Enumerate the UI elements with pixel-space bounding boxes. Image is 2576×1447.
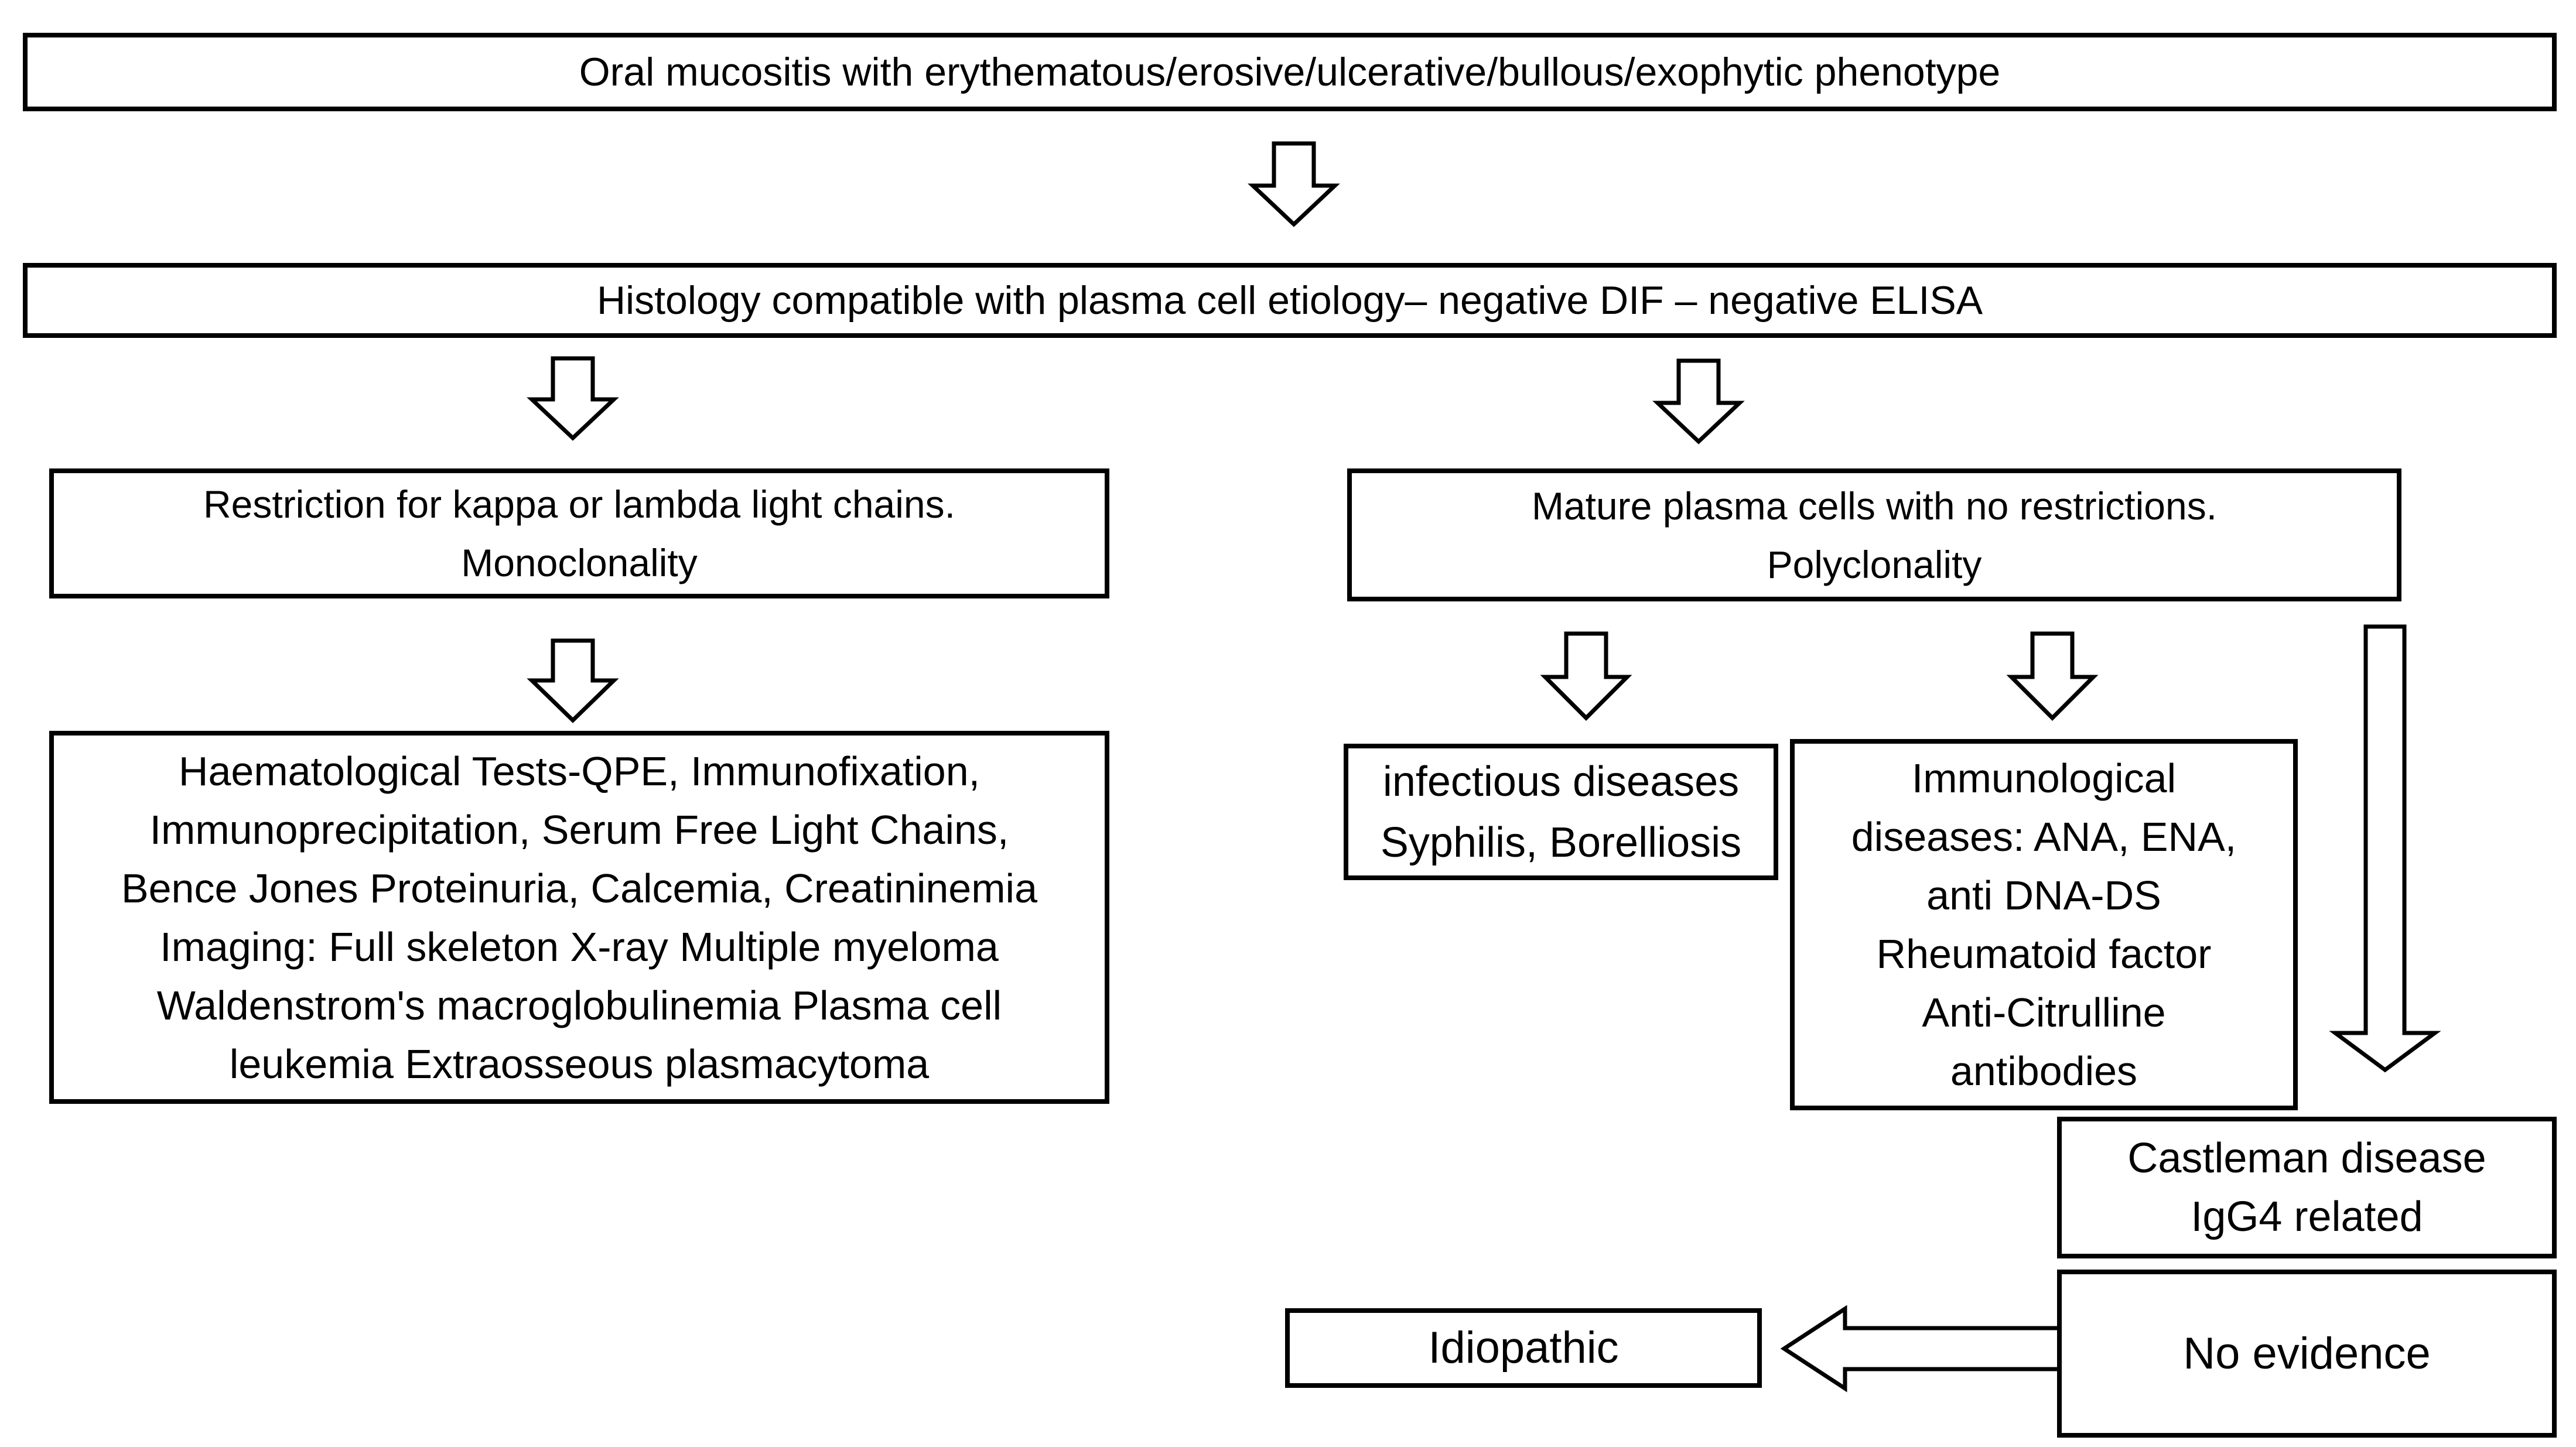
down-arrow-mature-to-infectious [1540,631,1632,721]
node-restriction-monoclonality-label: Restriction for kappa or lambda light ch… [203,483,955,584]
node-haematological-tests: Haematological Tests-QPE, Immunofixation… [49,731,1109,1104]
node-immunological-diseases-label: Immunological diseases: ANA, ENA, anti D… [1851,755,2237,1094]
node-idiopathic: Idiopathic [1285,1308,1762,1388]
long-down-arrow-mature-to-castleman [2329,624,2441,1073]
node-castleman-igg4: Castleman disease IgG4 related [2057,1117,2557,1258]
node-mature-polyclonality: Mature plasma cells with no restrictions… [1347,468,2401,601]
node-oral-mucositis-phenotype: Oral mucositis with erythematous/erosive… [23,33,2557,111]
left-arrow-no-evidence-to-idiopathic [1780,1305,2062,1393]
node-infectious-diseases: infectious diseases Syphilis, Borelliosi… [1344,744,1778,880]
down-arrow-histology-to-mature [1652,358,1745,444]
node-infectious-diseases-label: infectious diseases Syphilis, Borelliosi… [1380,758,1742,866]
node-histology-compatible-label: Histology compatible with plasma cell et… [596,278,1983,323]
node-idiopathic-label: Idiopathic [1428,1323,1619,1373]
node-immunological-diseases: Immunological diseases: ANA, ENA, anti D… [1790,739,2298,1110]
node-mature-polyclonality-label: Mature plasma cells with no restrictions… [1531,484,2218,586]
node-castleman-igg4-label: Castleman disease IgG4 related [2127,1135,2486,1240]
down-arrow-mature-to-immunological [2006,631,2099,721]
down-arrow-histology-to-restriction [527,356,619,441]
node-oral-mucositis-phenotype-label: Oral mucositis with erythematous/erosive… [579,49,2001,94]
node-haematological-tests-label: Haematological Tests-QPE, Immunofixation… [121,748,1038,1087]
down-arrow-restriction-to-haematological [527,638,619,723]
down-arrow-phenotype-to-histology [1248,141,1340,227]
node-no-evidence: No evidence [2057,1270,2557,1438]
node-restriction-monoclonality: Restriction for kappa or lambda light ch… [49,468,1109,598]
node-no-evidence-label: No evidence [2183,1328,2431,1378]
node-histology-compatible: Histology compatible with plasma cell et… [23,263,2557,338]
